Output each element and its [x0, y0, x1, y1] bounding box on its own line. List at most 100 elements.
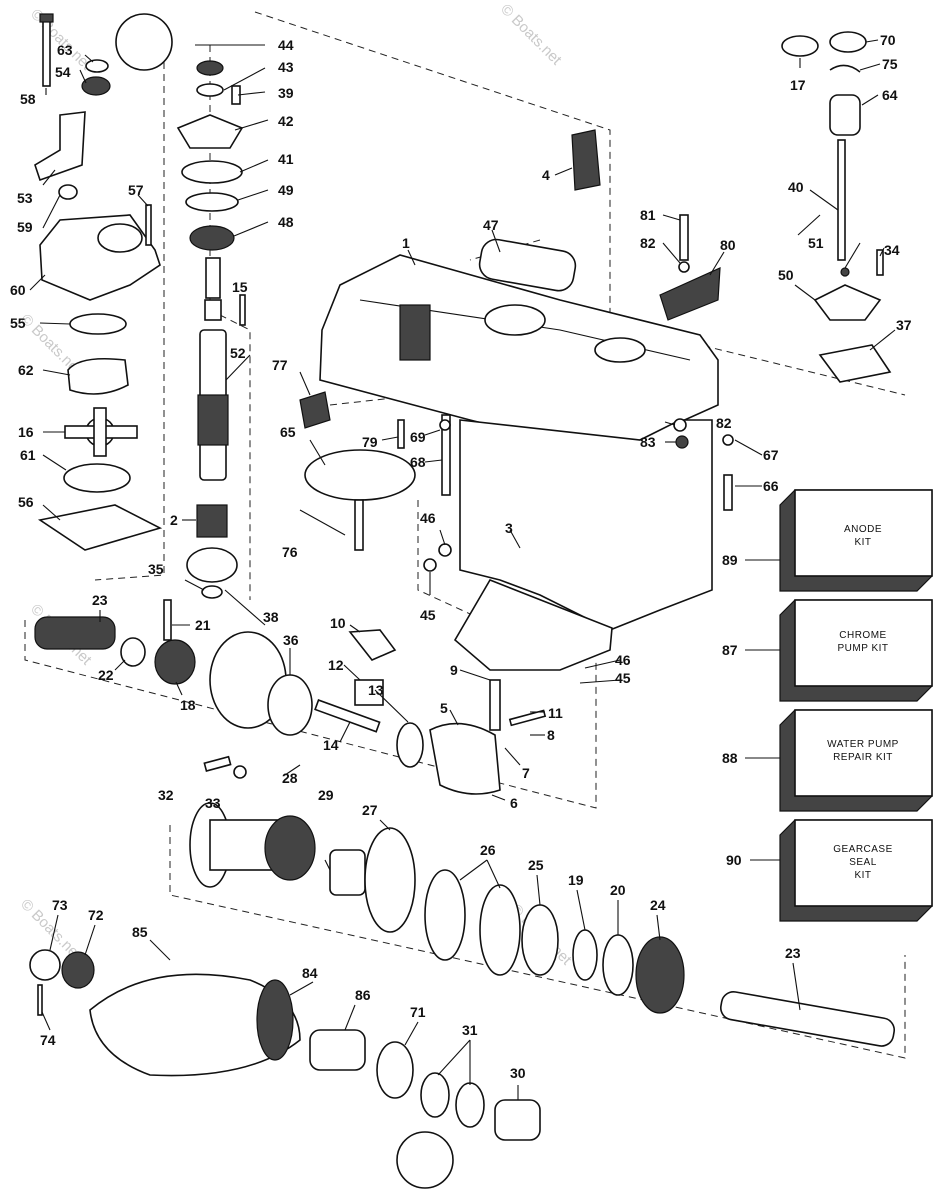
prop-shaft-23[interactable]: [34, 616, 116, 650]
washer-69[interactable]: [439, 419, 451, 431]
label-part-35: 35: [148, 561, 164, 577]
label-part-12: 12: [328, 657, 344, 673]
drive-shaft-52[interactable]: [197, 257, 229, 481]
oring-27[interactable]: [364, 827, 416, 933]
bearing-2[interactable]: [196, 504, 228, 538]
label-part-23: 23: [785, 945, 801, 961]
screen-part[interactable]: [571, 129, 601, 191]
exhaust-gasket[interactable]: [477, 237, 578, 293]
seal-13[interactable]: [396, 722, 424, 768]
nut-73[interactable]: [29, 949, 61, 981]
gasket-plate-56[interactable]: [37, 504, 163, 551]
impeller-16[interactable]: [64, 407, 138, 457]
bolt-57[interactable]: [145, 204, 152, 246]
grommet-77[interactable]: [299, 391, 331, 429]
cover-50[interactable]: [813, 284, 882, 321]
shift-rod-14[interactable]: [314, 699, 381, 733]
seal-45[interactable]: [423, 558, 437, 572]
reverse-gear-24[interactable]: [635, 936, 685, 1014]
pump-housing-60[interactable]: [39, 214, 161, 301]
screw-66[interactable]: [723, 474, 733, 511]
screw-76[interactable]: [354, 499, 364, 551]
washer-33[interactable]: [233, 765, 247, 779]
screw-32[interactable]: [203, 755, 232, 772]
grommet-70[interactable]: [829, 31, 867, 53]
washer-82[interactable]: [678, 261, 690, 273]
screw-34[interactable]: [876, 249, 884, 276]
label-part-63: 63: [57, 42, 73, 58]
retaining-ring-26a[interactable]: [424, 869, 466, 961]
gearcase-seal-kit-box[interactable]: GEARCASE SEAL KIT: [779, 819, 933, 922]
plate-55[interactable]: [69, 313, 127, 335]
washer-51[interactable]: [840, 267, 850, 277]
seal-31a[interactable]: [420, 1072, 450, 1118]
nut-35[interactable]: [201, 585, 223, 599]
washer-82b[interactable]: [673, 418, 687, 432]
clutch-dog-18[interactable]: [154, 639, 196, 685]
bearing-housing-28[interactable]: [189, 802, 316, 888]
label-part-47: 47: [483, 217, 499, 233]
grommet-64[interactable]: [829, 94, 861, 136]
detail-circle-top: [115, 13, 173, 71]
washer-19[interactable]: [572, 929, 598, 981]
clip-75[interactable]: [829, 64, 861, 73]
thrust-bearing-20[interactable]: [602, 934, 634, 996]
plug-46[interactable]: [438, 543, 452, 557]
thrust-washer-36[interactable]: [267, 674, 313, 736]
screw-81[interactable]: [679, 214, 689, 261]
label-part-87: 87: [722, 642, 738, 658]
shift-rod-40[interactable]: [837, 139, 846, 261]
bearing-housing-42[interactable]: [176, 114, 244, 149]
label-part-49: 49: [278, 182, 294, 198]
propeller-hub-84[interactable]: [256, 979, 294, 1061]
label-part-62: 62: [18, 362, 34, 378]
gearcase-housing[interactable]: [319, 254, 719, 671]
retaining-ring-26b[interactable]: [479, 884, 521, 976]
screw-79[interactable]: [397, 419, 405, 449]
oring-61[interactable]: [63, 463, 131, 493]
spacer-72[interactable]: [61, 951, 95, 989]
pin-21[interactable]: [163, 599, 172, 641]
prop-shaft-23b[interactable]: [719, 990, 896, 1048]
drive-shaft-bolt[interactable]: [39, 13, 54, 87]
bearing-48[interactable]: [189, 225, 235, 251]
thrust-washer-25[interactable]: [521, 904, 559, 976]
pin-11[interactable]: [508, 709, 547, 727]
anode-80[interactable]: [659, 267, 721, 321]
grommet-59[interactable]: [58, 184, 78, 200]
grommet-17[interactable]: [781, 35, 819, 57]
impeller-cup-62[interactable]: [67, 357, 129, 395]
anode-kit-box[interactable]: ANODE KIT: [779, 489, 933, 592]
oring-41[interactable]: [181, 160, 243, 184]
thrust-washer-71[interactable]: [376, 1041, 414, 1099]
shift-pin-9[interactable]: [489, 679, 501, 731]
water-pump-repair-kit-box[interactable]: WATER PUMP REPAIR KIT: [779, 709, 933, 812]
washer-67[interactable]: [722, 434, 734, 446]
seal-44[interactable]: [196, 60, 224, 76]
shim-49[interactable]: [185, 192, 239, 212]
thrust-hub-86[interactable]: [309, 1029, 366, 1071]
bearing-54[interactable]: [81, 76, 111, 96]
nut-83[interactable]: [675, 435, 689, 449]
trim-tab-65[interactable]: [304, 449, 416, 501]
ring-22[interactable]: [120, 637, 146, 667]
label-part-82: 82: [716, 415, 732, 431]
washer-43[interactable]: [196, 83, 224, 97]
bearing-29[interactable]: [329, 849, 366, 896]
label-part-2: 2: [170, 512, 178, 528]
chrome-pump-kit-box[interactable]: CHROME PUMP KIT: [779, 599, 933, 702]
pin-15[interactable]: [239, 294, 246, 326]
cradle-5[interactable]: [429, 722, 501, 795]
pinion-gear-38[interactable]: [186, 547, 238, 583]
seal-63[interactable]: [85, 59, 109, 73]
seal-31b[interactable]: [455, 1082, 485, 1128]
cotter-pin-74[interactable]: [37, 984, 43, 1016]
gasket-37[interactable]: [818, 344, 892, 383]
shift-lever-10[interactable]: [348, 629, 397, 661]
screw-68[interactable]: [441, 414, 451, 496]
propeller-85[interactable]: [89, 973, 301, 1077]
label-part-32: 32: [158, 787, 174, 803]
bearing-30[interactable]: [494, 1099, 541, 1141]
label-part-51: 51: [808, 235, 824, 251]
shift-arm-53[interactable]: [34, 111, 86, 182]
